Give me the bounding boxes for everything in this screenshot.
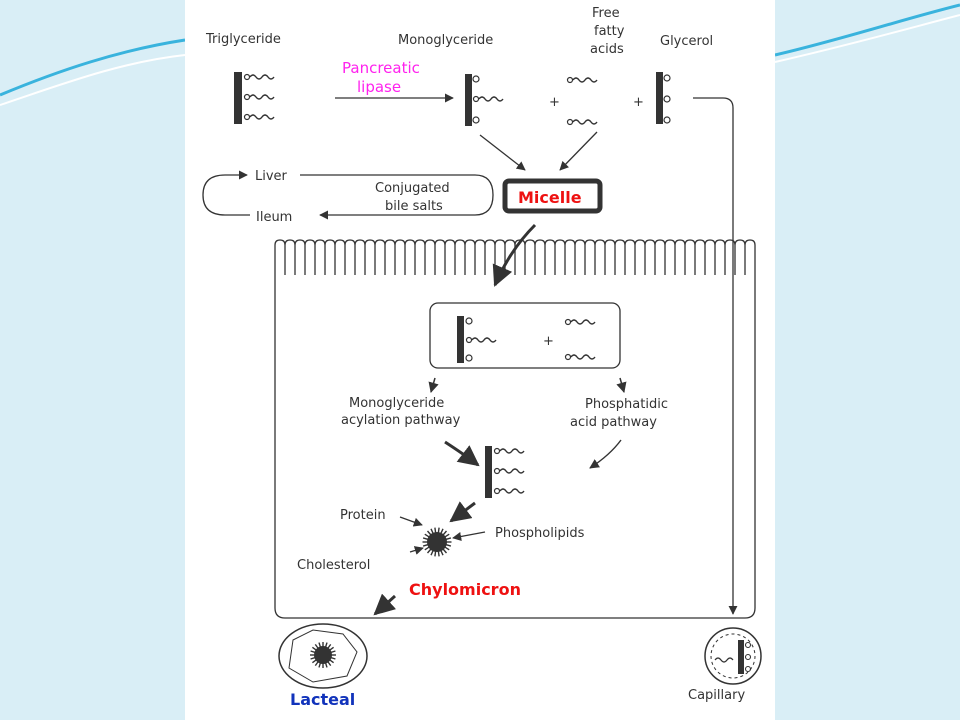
phosphatidic-down-arrow: [616, 377, 627, 394]
absorbed-lipids-box: [429, 302, 621, 369]
conjugated-bile-salts-label-1: Conjugated: [375, 181, 450, 196]
free-fatty-acids: [568, 78, 598, 125]
acylation-pathway-label-2: acylation pathway: [341, 413, 461, 428]
swoosh-left-thin: [0, 54, 186, 106]
triglyceride-label: Triglyceride: [205, 32, 281, 47]
fat-absorption-figure: Triglyceride Monoglyceride Free fatty ac…: [185, 0, 775, 720]
micelle-label: Micelle: [518, 188, 582, 207]
phosphatidic-pathway-label-1: Phosphatidic: [585, 397, 668, 412]
enterocyte-microvilli: [274, 239, 756, 275]
cholesterol-label: Cholesterol: [297, 558, 370, 573]
conjugated-bile-salts-label-2: bile salts: [385, 199, 443, 214]
ileum-to-liver-loop: [202, 170, 250, 216]
bile-salt-loop: [300, 174, 494, 220]
protein-arrow: [399, 516, 423, 527]
free-fatty-acids-label-3: acids: [590, 42, 624, 57]
monoglyceride-to-micelle-arrow: [479, 134, 526, 171]
protein-label: Protein: [340, 508, 386, 523]
lacteal-label: Lacteal: [290, 690, 355, 709]
lacteal-vessel: [278, 623, 368, 689]
phosphatidic-pathway-label-2: acid pathway: [570, 415, 657, 430]
chylomicron-particle: [422, 527, 452, 557]
liver-label: Liver: [255, 169, 288, 184]
phospholipids-label: Phospholipids: [495, 526, 585, 541]
plus-sign-3: +: [543, 334, 554, 349]
chylomicron-label: Chylomicron: [409, 580, 521, 599]
swoosh-right: [774, 3, 960, 57]
swoosh-right-thin: [774, 14, 960, 63]
acylation-to-triglyceride-arrow: [444, 440, 480, 467]
capillary-label: Capillary: [688, 688, 745, 703]
pancreatic-lipase-label-1: Pancreatic: [342, 59, 420, 77]
free-fatty-acids-label-1: Free: [592, 6, 620, 21]
absorbed-fatty-acids: [566, 320, 596, 360]
capillary-vessel: [704, 627, 762, 685]
cholesterol-arrow: [409, 546, 424, 555]
acylation-pathway-label-1: Monoglyceride: [349, 396, 444, 411]
fat-absorption-diagram: Triglyceride Monoglyceride Free fatty ac…: [202, 6, 762, 709]
resynthesized-triglyceride: [485, 446, 524, 498]
chylomicron-exit-arrow: [373, 593, 397, 616]
pancreatic-lipase-label-2: lipase: [357, 78, 401, 96]
triglyceride-molecule: [234, 72, 274, 124]
glycerol-molecule: [656, 72, 671, 124]
absorbed-monoglyceride: [457, 316, 496, 363]
lacteal-chylomicron: [310, 642, 336, 668]
triglyceride-to-chylomicron-arrow: [449, 501, 476, 523]
fatty-acids-to-micelle-arrow: [559, 131, 598, 171]
monoglyceride-label: Monoglyceride: [398, 33, 493, 48]
phospholipids-arrow: [452, 531, 486, 541]
enterocyte-cell-body: [274, 275, 756, 619]
swoosh-left: [0, 38, 186, 97]
monoglyceride-molecule: [465, 74, 503, 126]
micelle-box: [502, 178, 603, 214]
glycerol-label: Glycerol: [660, 34, 713, 49]
plus-sign-2: +: [633, 95, 644, 110]
plus-sign-1: +: [549, 95, 560, 110]
free-fatty-acids-label-2: fatty: [594, 24, 625, 39]
phosphatidic-to-triglyceride-arrow: [589, 439, 622, 469]
glycerol-to-capillary-line: [693, 97, 738, 615]
micelle-entry-arrow: [492, 223, 537, 287]
acylation-down-arrow: [428, 377, 439, 394]
ileum-label: Ileum: [256, 210, 292, 225]
